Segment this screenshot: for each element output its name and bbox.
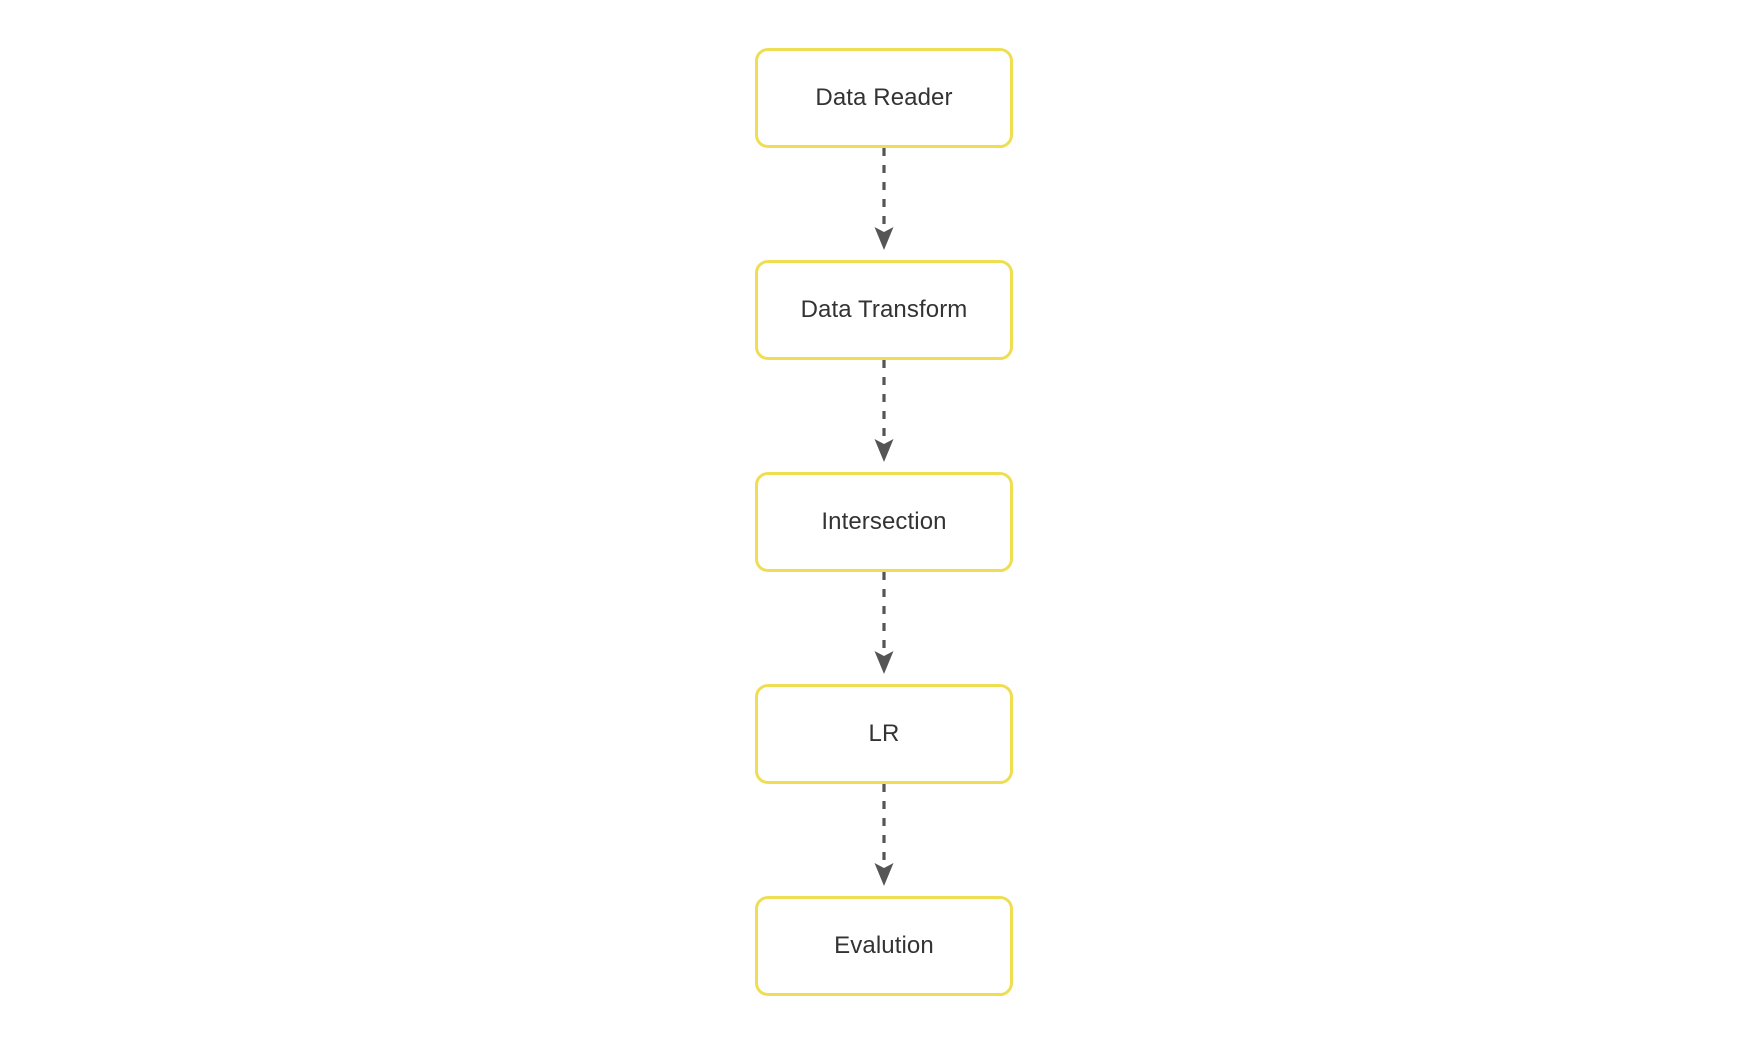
flow-node-lr[interactable]: LR xyxy=(755,684,1013,784)
arrowhead-icon xyxy=(874,227,894,250)
flow-node-label: LR xyxy=(868,720,900,747)
flow-edge-lr-to-evalution xyxy=(874,784,894,886)
flow-node-label: Data Transform xyxy=(800,296,968,323)
flow-node-label: Intersection xyxy=(821,508,947,535)
flow-edge-data-transform-to-intersection xyxy=(874,360,894,462)
flow-node-label: Data Reader xyxy=(815,84,953,111)
arrowhead-icon xyxy=(874,439,894,462)
flow-node-evalution[interactable]: Evalution xyxy=(755,896,1013,996)
flow-node-data-transform[interactable]: Data Transform xyxy=(755,260,1013,360)
flow-edge-data-reader-to-data-transform xyxy=(874,148,894,250)
arrowhead-icon xyxy=(874,651,894,674)
flow-node-data-reader[interactable]: Data Reader xyxy=(755,48,1013,148)
flow-node-intersection[interactable]: Intersection xyxy=(755,472,1013,572)
flow-node-label: Evalution xyxy=(834,932,934,959)
arrowhead-icon xyxy=(874,863,894,886)
flow-edge-intersection-to-lr xyxy=(874,572,894,674)
